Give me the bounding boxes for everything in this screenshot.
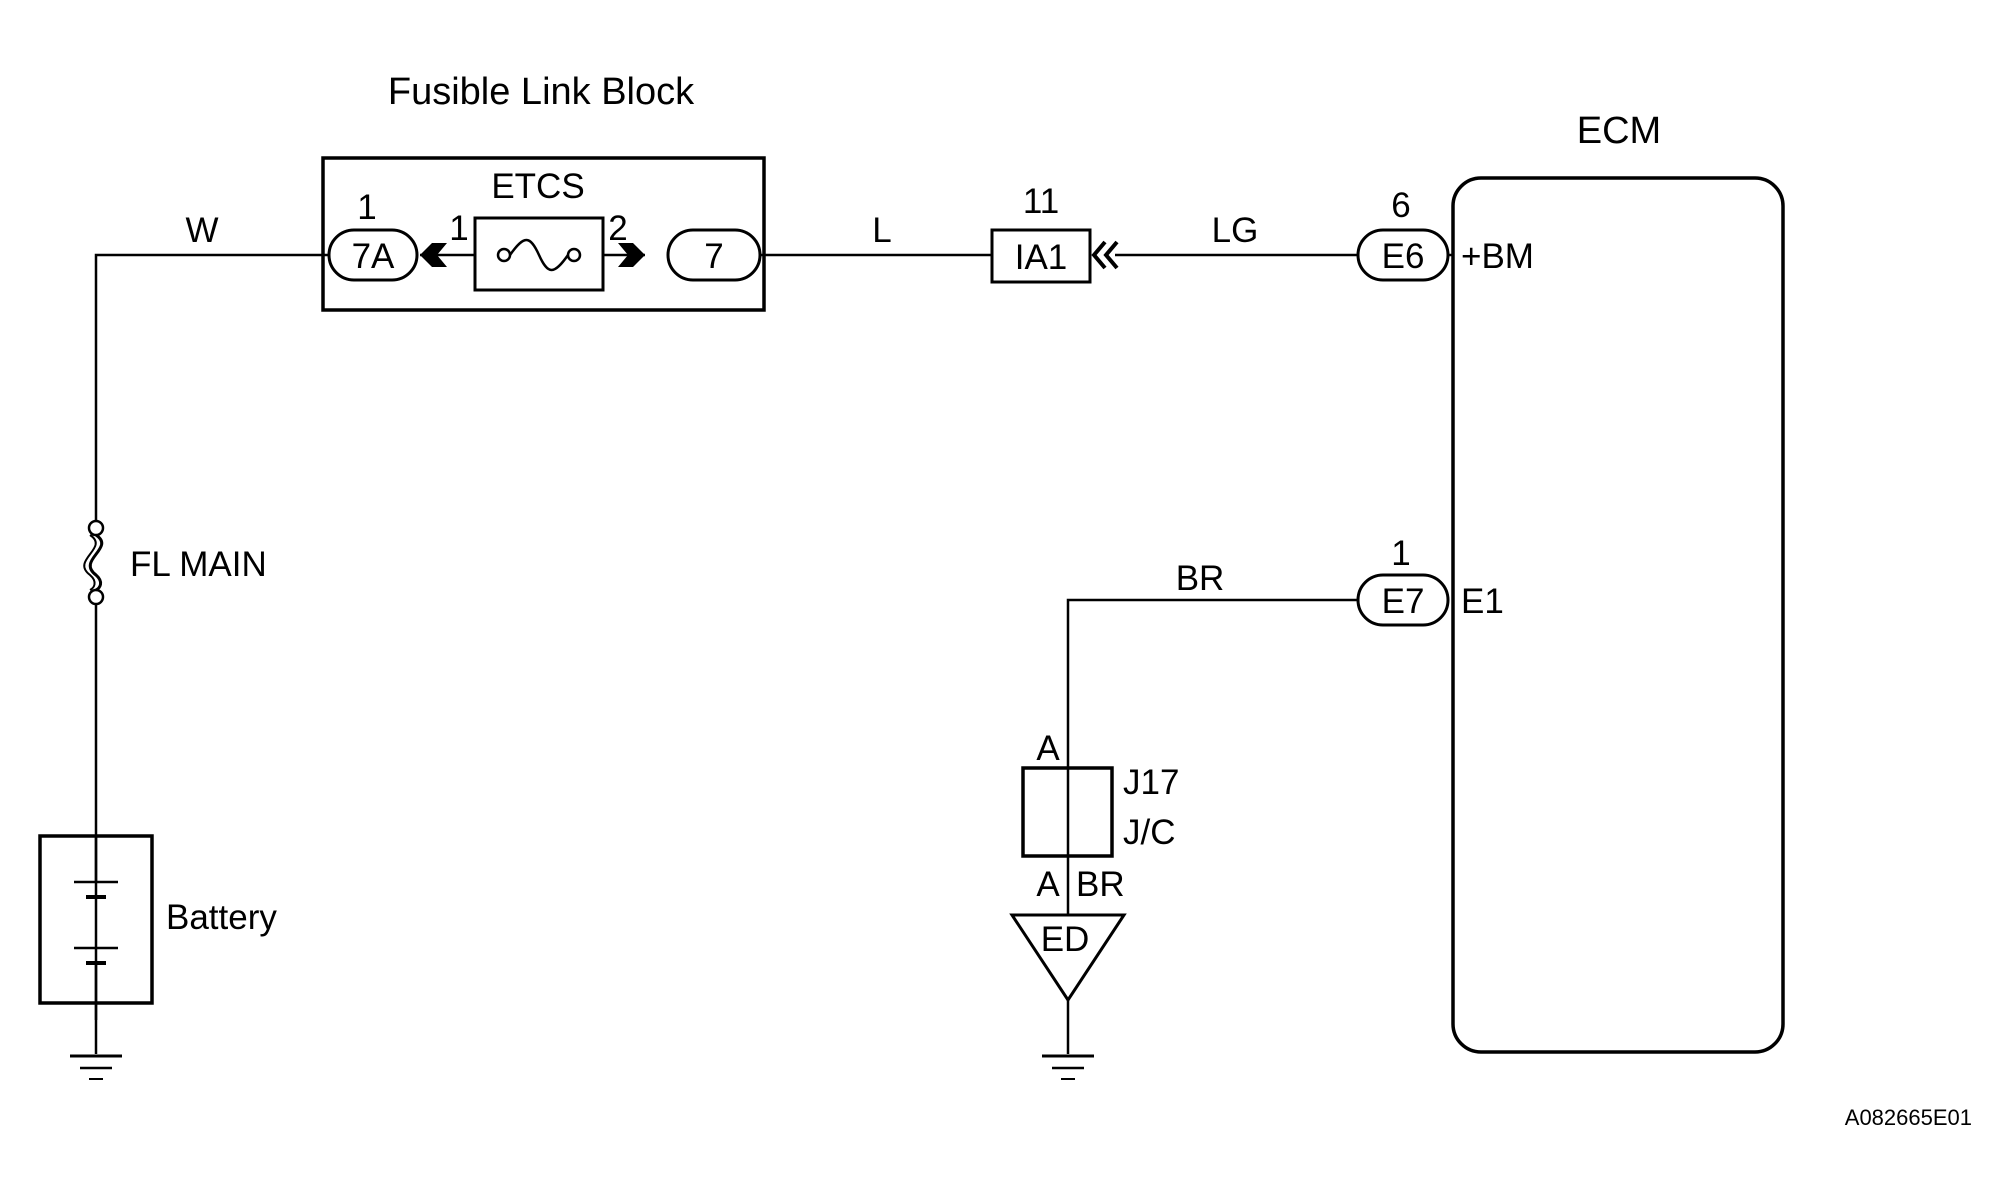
fusible-link-block-label: Fusible Link Block (388, 71, 695, 113)
connector-e7-code: E7 (1382, 582, 1425, 621)
ecm: ECM E6 6 +BM E7 1 E1 (1356, 110, 1785, 1054)
wires (94, 253, 1453, 1054)
etcs-fuse-terminal-right (566, 247, 582, 263)
fl-main-element-1 (88, 533, 104, 592)
connector-ia1-body (990, 228, 1092, 284)
wire-w-upper (94, 253, 330, 524)
connector-7a (327, 228, 419, 282)
ground-point-ed-label: ED (1041, 920, 1090, 959)
connector-ia1-code: IA1 (1015, 238, 1068, 277)
junction-pin-bottom: A (1036, 865, 1060, 904)
connector-e7-pin: 1 (1391, 534, 1410, 573)
ecm-terminal-bm: +BM (1461, 237, 1534, 276)
ground-symbol-ed (1042, 1054, 1094, 1080)
wire-label-lg: LG (1212, 211, 1259, 250)
fuse-pin-arrow-right (618, 243, 645, 267)
connector-7-code: 7 (704, 237, 723, 276)
ground-point-ed-triangle (1009, 913, 1127, 1003)
fl-main-fusible-link: FL MAIN (83, 519, 267, 606)
wire-label-w: W (185, 211, 218, 250)
connector-7 (666, 228, 762, 282)
ecm-terminal-e1: E1 (1461, 582, 1504, 621)
junction-pin-top: A (1036, 729, 1060, 768)
wire-label-l: L (872, 211, 891, 250)
connector-7a-pin: 1 (357, 188, 376, 227)
wire-label-br-bottom: BR (1076, 865, 1125, 904)
fusible-link-block-frame (321, 156, 766, 312)
etcs-label: ETCS (491, 167, 584, 206)
fl-main-element-2 (83, 534, 97, 591)
fuse-pin-arrow-left (420, 243, 447, 267)
battery: Battery (38, 834, 277, 1005)
junction-j17-body (1021, 766, 1114, 858)
wire-label-br-top: BR (1176, 559, 1225, 598)
junction-label: J17 (1123, 763, 1179, 802)
fuse-pin-left: 1 (449, 209, 468, 248)
fl-main-terminal-top (87, 519, 105, 537)
battery-label: Battery (166, 898, 277, 937)
ecm-label: ECM (1577, 110, 1661, 152)
wire-br (1066, 598, 1358, 768)
fusible-link-block: Fusible Link Block ETCS 7A 1 1 2 7 (321, 71, 766, 312)
etcs-fuse-terminal-left (496, 247, 512, 263)
figure-code: A082665E01 (1845, 1105, 1972, 1130)
ground-point-ed: ED (1009, 913, 1127, 1003)
connector-e6-pin: 6 (1391, 186, 1410, 225)
fl-main-label: FL MAIN (130, 545, 267, 584)
junction-type-label: J/C (1123, 813, 1176, 852)
connector-ia1-chevron-2 (1103, 240, 1119, 270)
ground-symbol-battery (70, 1054, 122, 1080)
etcs-fuse (473, 216, 605, 292)
junction-j17: A A J17 J/C BR (1021, 729, 1179, 904)
connector-7a-code: 7A (352, 237, 395, 276)
connector-ia1: IA1 11 (990, 182, 1119, 284)
ecm-body (1451, 176, 1785, 1054)
connector-e7 (1356, 573, 1450, 627)
etcs-fuse-element (508, 238, 570, 272)
connector-e6-code: E6 (1382, 237, 1425, 276)
connector-ia1-pin: 11 (1023, 182, 1059, 221)
fl-main-terminal-bottom (87, 588, 105, 606)
connector-ia1-chevron-1 (1091, 240, 1107, 270)
connector-e6 (1356, 228, 1450, 282)
etcs-fuse-body (473, 216, 605, 292)
fuse-pin-right: 2 (608, 209, 627, 248)
